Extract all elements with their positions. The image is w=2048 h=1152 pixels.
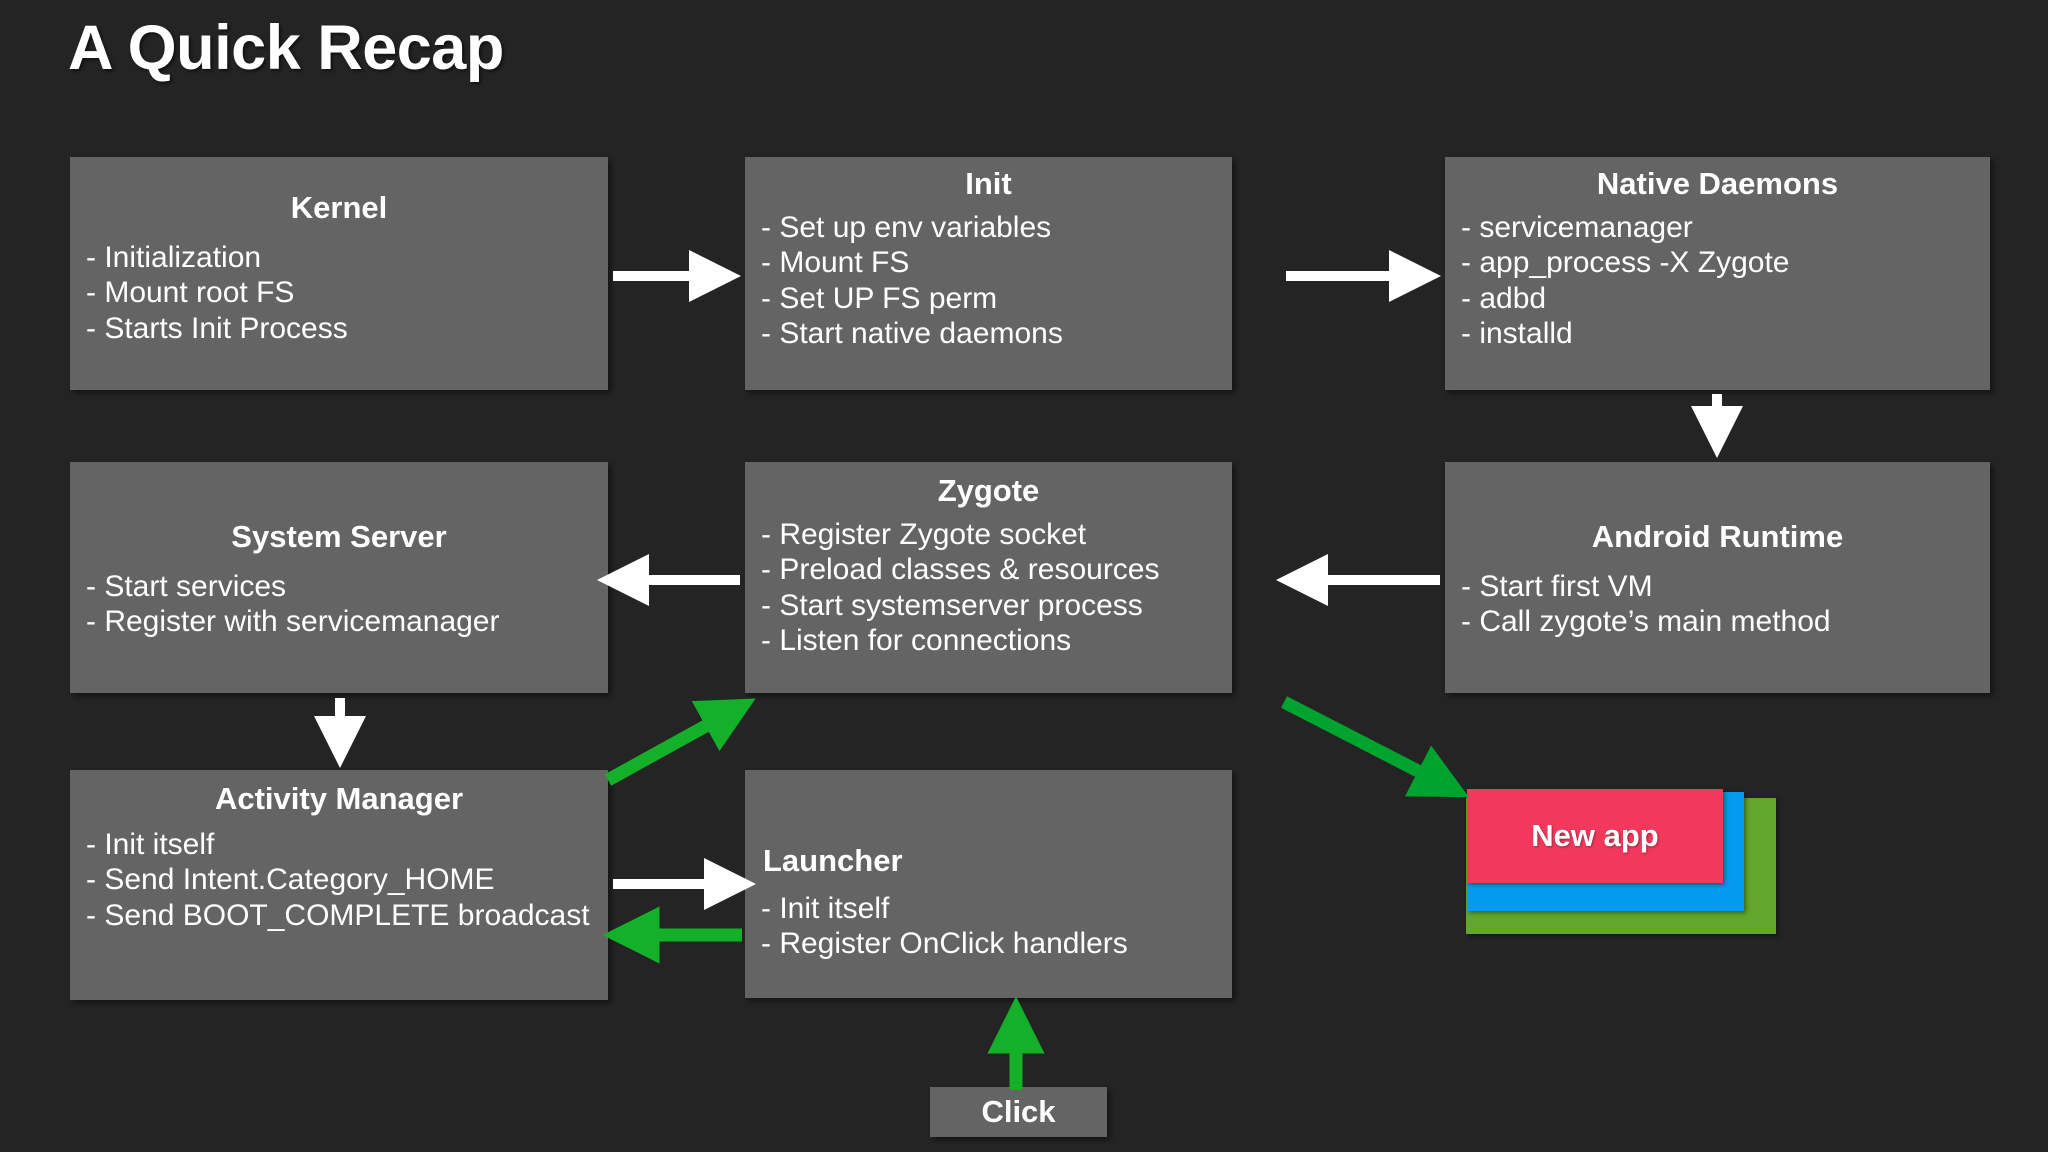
box-zygote[interactable]: Zygote - Register Zygote socket - Preloa…	[745, 462, 1232, 693]
bullet-item: - servicemanager	[1461, 210, 1693, 244]
app-card-new-app[interactable]: New app	[1467, 789, 1723, 883]
bullet-item: - app_process -X Zygote	[1461, 246, 1790, 280]
box-kernel[interactable]: Kernel - Initialization - Mount root FS …	[70, 157, 608, 390]
bullet-item: - Initialization	[86, 240, 262, 274]
box-launcher[interactable]: Launcher - Init itself - Register OnClic…	[745, 770, 1232, 998]
box-activity-manager[interactable]: Activity Manager - Init itself - Send In…	[70, 770, 608, 1000]
bullet-item: - Register Zygote socket	[761, 517, 1087, 551]
bullet-item: - Init itself	[761, 891, 890, 925]
bullet-item: - Set UP FS perm	[761, 281, 998, 315]
box-kernel-title: Kernel	[290, 190, 388, 225]
new-app-label: New app	[1531, 818, 1659, 853]
box-launcher-title: Launcher	[763, 843, 903, 878]
box-init-bullets: - Set up env variables - Mount FS - Set …	[745, 210, 1232, 352]
arrow-activity-manager-to-zygote	[604, 698, 756, 786]
bullet-item: - Start first VM	[1461, 569, 1653, 603]
box-android-runtime-title: Android Runtime	[1591, 519, 1844, 554]
bullet-item: - Preload classes & resources	[761, 553, 1160, 587]
arrow-zygote-to-new-app	[1281, 696, 1469, 798]
bullet-item: - Send BOOT_COMPLETE broadcast	[86, 898, 590, 932]
bullet-item: - adbd	[1461, 281, 1547, 315]
box-system-server-bullets: - Start services - Register with service…	[70, 569, 608, 640]
box-launcher-bullets: - Init itself - Register OnClick handler…	[745, 891, 1232, 962]
click-label: Click	[981, 1094, 1056, 1129]
page-title: A Quick Recap	[68, 13, 504, 83]
box-zygote-title: Zygote	[937, 473, 1040, 508]
bullet-item: - Mount root FS	[86, 276, 295, 310]
bullet-item: - Send Intent.Category_HOME	[86, 863, 495, 897]
bullet-item: - Start native daemons	[761, 316, 1063, 350]
box-kernel-bullets: - Initialization - Mount root FS - Start…	[70, 240, 608, 346]
bullet-item: - Call zygote’s main method	[1461, 605, 1831, 639]
box-native-daemons-title: Native Daemons	[1596, 166, 1839, 201]
bullet-item: - Init itself	[86, 827, 215, 861]
bullet-item: - installd	[1461, 316, 1573, 350]
box-init[interactable]: Init - Set up env variables - Mount FS -…	[745, 157, 1232, 390]
bullet-item: - Set up env variables	[761, 210, 1052, 244]
bullet-item: - Starts Init Process	[86, 311, 348, 345]
box-activity-manager-bullets: - Init itself - Send Intent.Category_HOM…	[70, 827, 608, 933]
bullet-item: - Register OnClick handlers	[761, 927, 1128, 961]
box-system-server[interactable]: System Server - Start services - Registe…	[70, 462, 608, 693]
click-button[interactable]: Click	[930, 1087, 1107, 1137]
box-system-server-title: System Server	[231, 519, 447, 554]
bullet-item: - Register with servicemanager	[86, 605, 500, 639]
box-android-runtime-bullets: - Start first VM - Call zygote’s main me…	[1445, 569, 1990, 640]
box-native-daemons[interactable]: Native Daemons - servicemanager - app_pr…	[1445, 157, 1990, 390]
box-zygote-bullets: - Register Zygote socket - Preload class…	[745, 517, 1232, 659]
bullet-item: - Start services	[86, 569, 287, 603]
bullet-item: - Mount FS	[761, 246, 910, 280]
bullet-item: - Listen for connections	[761, 623, 1072, 657]
box-init-title: Init	[965, 166, 1012, 201]
box-android-runtime[interactable]: Android Runtime - Start first VM - Call …	[1445, 462, 1990, 693]
bullet-item: - Start systemserver process	[761, 588, 1143, 622]
box-native-daemons-bullets: - servicemanager - app_process -X Zygote…	[1445, 210, 1990, 352]
box-activity-manager-title: Activity Manager	[214, 781, 464, 816]
